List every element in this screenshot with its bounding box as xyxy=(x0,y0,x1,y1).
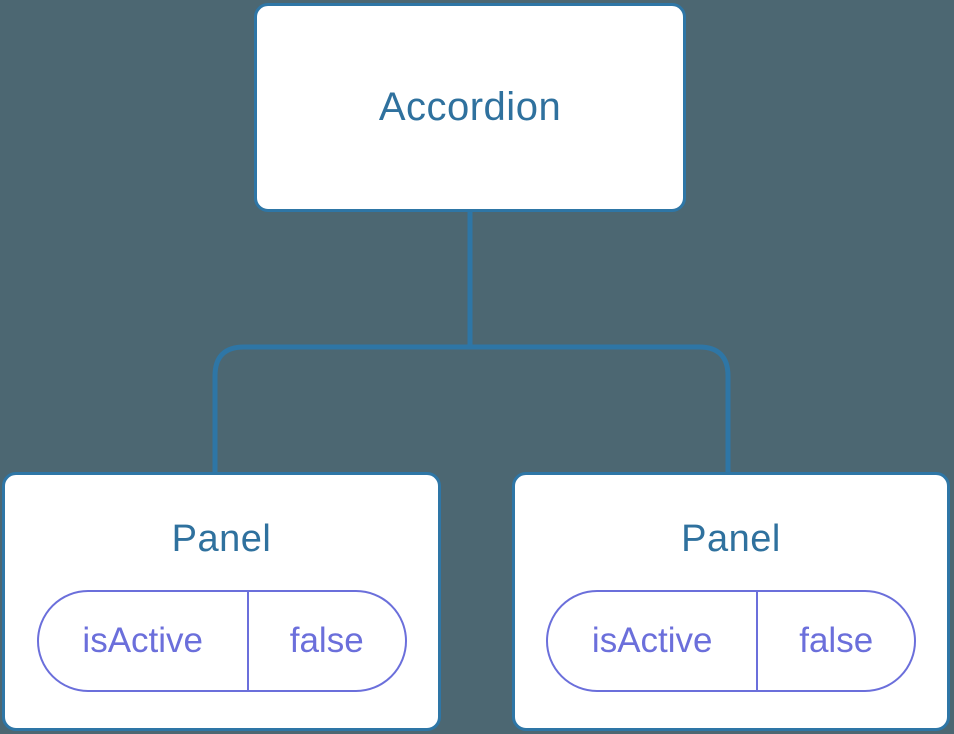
state-value: false xyxy=(289,621,364,660)
node-panel-left: Panel isActive false xyxy=(2,472,441,731)
panel-label: Panel xyxy=(171,518,272,560)
state-key: isActive xyxy=(39,592,249,690)
state-pill: isActive false xyxy=(36,590,407,692)
node-accordion: Accordion xyxy=(254,3,686,212)
state-value: false xyxy=(799,621,874,660)
state-key: isActive xyxy=(548,592,759,690)
panel-label: Panel xyxy=(681,518,781,560)
accordion-label: Accordion xyxy=(378,85,562,129)
node-panel-right: Panel isActive false xyxy=(512,472,950,731)
state-pill: isActive false xyxy=(546,590,916,692)
connector-bracket xyxy=(212,344,731,474)
